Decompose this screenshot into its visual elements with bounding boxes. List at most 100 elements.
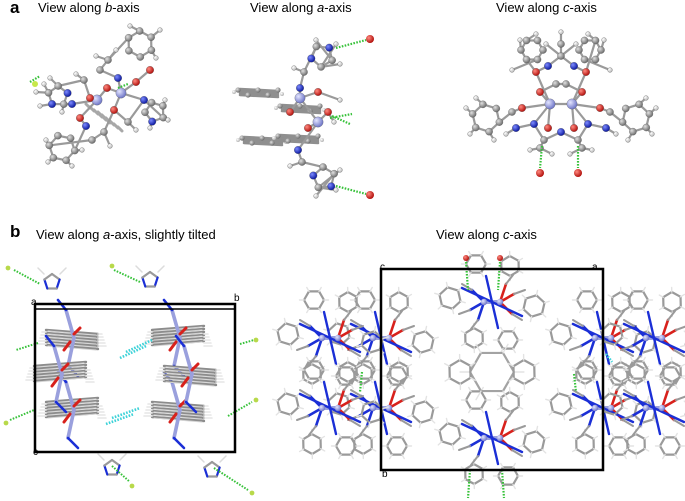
carbon-atom: [517, 46, 525, 54]
stick-bond: [490, 436, 524, 454]
stick-bond: [620, 305, 631, 314]
stick-bond: [535, 425, 539, 432]
oxygen-atom: [146, 66, 154, 74]
stick-bond: [103, 458, 114, 467]
carbon-atom: [255, 87, 261, 93]
hydrogen-atom: [127, 23, 133, 29]
stick-bond: [349, 436, 358, 448]
hydrogen-atom: [153, 55, 159, 61]
stick-bond: [385, 306, 392, 311]
stick-bond: [579, 286, 583, 293]
bond: [126, 98, 146, 124]
oxygen-atom: [76, 114, 84, 122]
stick-bond: [135, 265, 143, 273]
carbon-atom: [533, 55, 542, 64]
oxygen-atom: [596, 104, 604, 112]
carbon-atom: [269, 140, 275, 146]
hydrogen-atom: [313, 193, 319, 199]
stick-bond: [512, 462, 516, 469]
stick-bond: [368, 298, 377, 310]
label-view-c-axis-packing: View along c-axis: [436, 227, 537, 242]
stick-bond: [381, 406, 388, 410]
stick-bond: [524, 294, 538, 300]
stick-bond: [401, 453, 405, 460]
label-prefix: View along: [496, 0, 563, 15]
stick-bond: [334, 387, 338, 394]
oxygen-atom: [497, 255, 503, 261]
stick-bond: [518, 444, 525, 448]
stick-bond: [662, 360, 673, 369]
stick-bond: [437, 304, 443, 310]
stick-bond: [440, 304, 454, 310]
stick-bond: [567, 325, 573, 339]
stick-bond: [276, 399, 282, 413]
hydrogen-atom: [337, 61, 343, 67]
stick-bond: [508, 377, 515, 382]
stick-bond: [543, 300, 550, 304]
oxygen-atom: [366, 35, 374, 43]
halide-atom: [32, 81, 38, 87]
cell-right-label-c: c: [380, 262, 385, 273]
metal-atom: [480, 298, 488, 306]
stick-bond: [411, 414, 422, 424]
stick-bond: [674, 432, 678, 439]
stick-bond: [590, 360, 599, 372]
stick-bond: [593, 448, 599, 452]
stick-bond: [613, 344, 617, 351]
stick-bond: [302, 360, 311, 372]
stick-bond: [210, 460, 221, 469]
stick-bond: [359, 425, 368, 436]
stick-bond: [317, 360, 326, 372]
stick-bond: [317, 368, 326, 380]
stick-bond: [373, 395, 377, 402]
stick-bond: [174, 334, 186, 348]
halide-atom: [129, 483, 135, 489]
packed-molecule: [37, 370, 107, 450]
bond: [296, 120, 320, 152]
packed-molecule: [25, 334, 95, 414]
halide-atom: [253, 337, 259, 343]
stick-bond: [296, 345, 309, 351]
stick-bond: [398, 305, 409, 314]
stick-bond: [318, 356, 322, 363]
stick-bond: [575, 290, 584, 302]
label-suffix: -axis: [324, 0, 352, 15]
stick-bond: [284, 392, 298, 398]
stick-bond: [541, 448, 547, 454]
hydrogen-atom: [533, 31, 539, 37]
stick-bond: [607, 436, 616, 448]
stick-bond: [406, 363, 413, 368]
carbon-atom: [312, 42, 321, 51]
stick-bond: [355, 363, 362, 368]
stick-bond: [670, 290, 682, 298]
stick-bond: [379, 406, 413, 424]
carbon-atom: [245, 92, 251, 98]
stick-bond: [368, 290, 377, 302]
stick-bond: [437, 440, 443, 446]
stick-bond: [424, 330, 435, 340]
stick-bond: [675, 325, 685, 331]
hydrogen-atom: [543, 41, 549, 47]
metal-atom: [318, 334, 326, 342]
oxygen-atom: [463, 255, 469, 261]
stick-bond: [357, 307, 361, 314]
hydrogen-atom: [162, 97, 168, 103]
stick-bond: [602, 410, 616, 416]
stick-bond: [662, 383, 666, 390]
carbon-atom: [597, 46, 605, 54]
stick-bond: [596, 398, 603, 402]
stick-bond: [464, 342, 476, 350]
carbon-atom: [135, 27, 144, 35]
packed-molecule: [155, 334, 225, 414]
stick-bond: [652, 406, 662, 436]
nitrogen-atom: [68, 100, 76, 108]
stick-bond: [328, 406, 362, 424]
stick-bond: [400, 349, 412, 357]
stick-bond: [480, 271, 484, 278]
stick-bond: [432, 336, 439, 340]
carbon-atom: [508, 108, 516, 116]
halide-atom: [5, 265, 11, 271]
label-axis: b: [104, 0, 113, 15]
stick-bond: [479, 390, 488, 402]
stick-bond: [350, 319, 362, 327]
